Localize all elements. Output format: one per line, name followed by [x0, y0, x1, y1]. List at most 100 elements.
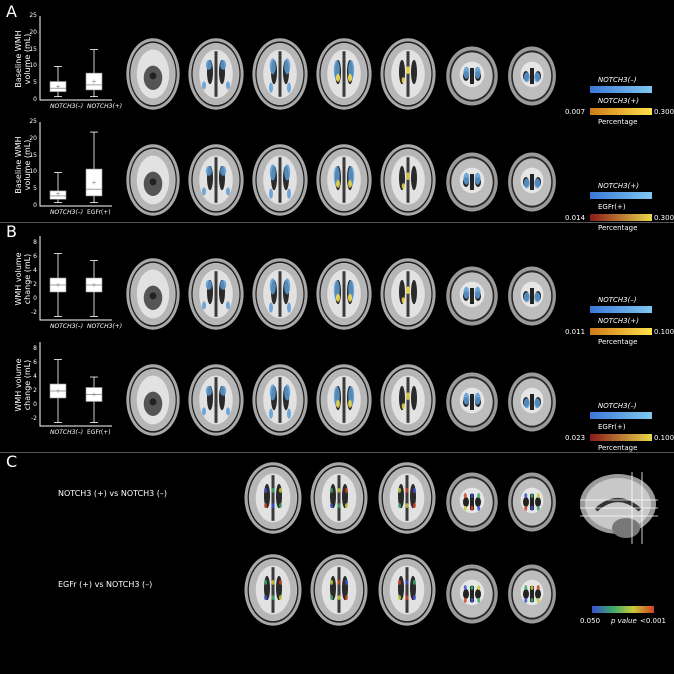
brain-slice	[186, 142, 246, 222]
legend-bar-blue	[590, 306, 652, 313]
brain-slice	[314, 142, 374, 222]
box-mean-marker: +	[55, 84, 60, 91]
legend-min: 0.007	[565, 108, 586, 116]
y-tick-label: 15	[29, 151, 37, 159]
box-iqr	[85, 72, 103, 91]
category-label-1: NOTCH3(–)	[50, 323, 84, 330]
brain-slice	[444, 264, 500, 332]
pvalue-label: p value	[611, 617, 637, 625]
legend-max: 0.100	[654, 434, 674, 442]
brain-slice	[444, 150, 500, 218]
category-label-1: NOTCH3(–)	[50, 429, 84, 436]
axis-lines	[39, 16, 112, 101]
box-2: +	[85, 49, 103, 98]
boxplot: ++	[39, 236, 112, 321]
category-label-2: NOTCH3(+)	[87, 323, 123, 330]
legend-top-label: NOTCH3(–)	[598, 296, 637, 304]
brain-slice	[378, 36, 438, 116]
legend-bar-blue	[590, 412, 652, 419]
legend-mid-label: NOTCH3(+)	[598, 317, 639, 325]
brain-slice	[250, 142, 310, 222]
brain-slice	[314, 36, 374, 116]
brain-slice	[506, 150, 558, 218]
legend-bar-blue	[590, 192, 652, 199]
y-tick-label: 8	[33, 239, 37, 246]
y-tick-label: 20	[29, 134, 37, 142]
brain-slice	[186, 36, 246, 116]
box-iqr	[49, 81, 67, 92]
brain-slice	[186, 256, 246, 336]
y-tick-label: 6	[33, 359, 37, 366]
brain-slice	[314, 256, 374, 336]
brain-slice	[124, 362, 182, 442]
y-tick-label: 4	[33, 373, 37, 380]
brain-slice	[444, 370, 500, 438]
y-tick-label: 2	[33, 281, 37, 288]
boxplot: ++	[39, 342, 112, 427]
pvalue-min: 0.050	[580, 617, 601, 625]
legend-max: 0.300	[654, 214, 674, 222]
brain-slice	[124, 256, 182, 336]
boxplot: ++	[39, 122, 112, 207]
box-mean-marker: +	[55, 388, 60, 395]
box-2: +	[85, 260, 103, 317]
legend-min: 0.014	[565, 214, 586, 222]
contrast-1-text: NOTCH3 (+) vs NOTCH3 (–)	[58, 489, 168, 498]
y-tick-label: -2	[31, 415, 37, 422]
y-tick-label: 20	[29, 28, 37, 36]
divider-bc	[0, 452, 674, 453]
box-1: +	[49, 253, 67, 317]
box-1: +	[49, 359, 67, 423]
legend-max: 0.300	[654, 108, 674, 116]
y-tick-label: 5	[33, 185, 37, 193]
axis-lines	[39, 342, 112, 427]
box-mean-marker: +	[91, 79, 96, 86]
y-tick-label: 5	[33, 79, 37, 87]
brain-slice	[378, 256, 438, 336]
pvalue-colorbar	[592, 606, 654, 613]
box-mean-marker: +	[91, 392, 96, 399]
box-1: +	[49, 171, 67, 204]
axis-lines	[39, 122, 112, 207]
brain-slice	[308, 460, 370, 540]
category-label-2: NOTCH3(+)	[87, 103, 123, 110]
y-tick-label: 0	[33, 96, 37, 103]
legend-caption: Percentage	[598, 444, 638, 452]
legend-bar-gradient	[590, 214, 652, 221]
y-tick-label: 25	[29, 12, 37, 19]
brain-slice	[376, 460, 438, 540]
brain-slice	[124, 36, 182, 116]
box-mean-marker: +	[55, 282, 60, 289]
brain-slice	[242, 460, 304, 540]
legend-max: 0.100	[654, 328, 674, 336]
boxplot: ++	[39, 16, 112, 101]
y-tick-label: 6	[33, 253, 37, 260]
box-mean-marker: +	[91, 179, 96, 186]
y-tick-label: 25	[29, 118, 37, 125]
legend-top-label: NOTCH3(+)	[598, 182, 639, 190]
axis-lines	[39, 236, 112, 321]
legend-caption: Percentage	[598, 118, 638, 126]
y-tick-label: 0	[33, 401, 37, 408]
legend-top-label: NOTCH3(–)	[598, 402, 637, 410]
category-label-2: EGFr(+)	[87, 209, 111, 216]
y-tick-label: 4	[33, 267, 37, 274]
y-tick-label: -2	[31, 309, 37, 316]
y-tick-label: 2	[33, 387, 37, 394]
brain-slice	[378, 142, 438, 222]
legend-caption: Percentage	[598, 224, 638, 232]
legend-min: 0.011	[565, 328, 586, 336]
brain-slice	[376, 552, 438, 632]
divider-ab	[0, 222, 674, 223]
y-tick-label: 15	[29, 45, 37, 53]
contrast-2-text: EGFr (+) vs NOTCH3 (–)	[58, 580, 153, 589]
brain-slice	[506, 264, 558, 332]
brain-slice	[506, 370, 558, 438]
brain-slice	[250, 36, 310, 116]
brain-slice	[444, 44, 500, 112]
legend-mid-label: EGFr(+)	[598, 203, 626, 211]
y-tick-label: 8	[33, 345, 37, 352]
box-1: +	[49, 66, 67, 98]
legend-bar-gradient	[590, 108, 652, 115]
brain-slice	[506, 44, 558, 112]
